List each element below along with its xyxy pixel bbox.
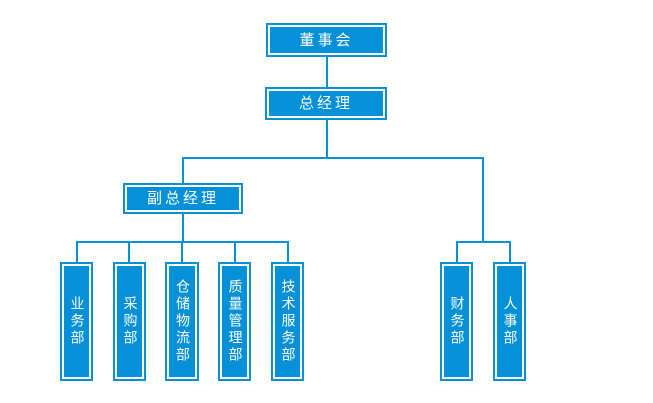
node-quality-management-dept: 质量管理部 — [218, 262, 251, 381]
node-technical-service-dept: 技术服务部 — [271, 262, 304, 381]
node-general-manager: 总经理 — [265, 87, 387, 120]
connector-drop-quality-management-dept — [234, 241, 236, 262]
connector-gm-trunk — [326, 120, 328, 157]
connector-right-branch-trunk — [482, 157, 484, 241]
node-deputy-general-manager: 副总经理 — [123, 183, 243, 214]
node-hr-dept: 人事部 — [493, 262, 526, 381]
connector-drop-business-dept — [76, 241, 78, 262]
connector-board-to-gm — [326, 57, 328, 87]
connector-drop-hr-dept — [509, 241, 511, 262]
node-warehouse-logistics-dept: 仓储物流部 — [165, 262, 199, 381]
connector-drop-purchasing-dept — [128, 241, 130, 262]
connector-drop-finance-dept — [456, 241, 458, 262]
node-board-of-directors: 董事会 — [266, 23, 387, 57]
connector-drop-to-deputy-gm — [182, 157, 184, 183]
connector-right-branch-horizontal — [456, 241, 511, 243]
node-business-dept: 业务部 — [60, 262, 93, 381]
connector-gm-branch-horizontal — [183, 157, 484, 159]
node-finance-dept: 财务部 — [440, 262, 473, 381]
connector-drop-technical-service-dept — [287, 241, 289, 262]
connector-deputy-gm-trunk — [182, 214, 184, 241]
node-purchasing-dept: 采购部 — [113, 262, 146, 381]
connector-drop-warehouse-logistics-dept — [181, 241, 183, 262]
